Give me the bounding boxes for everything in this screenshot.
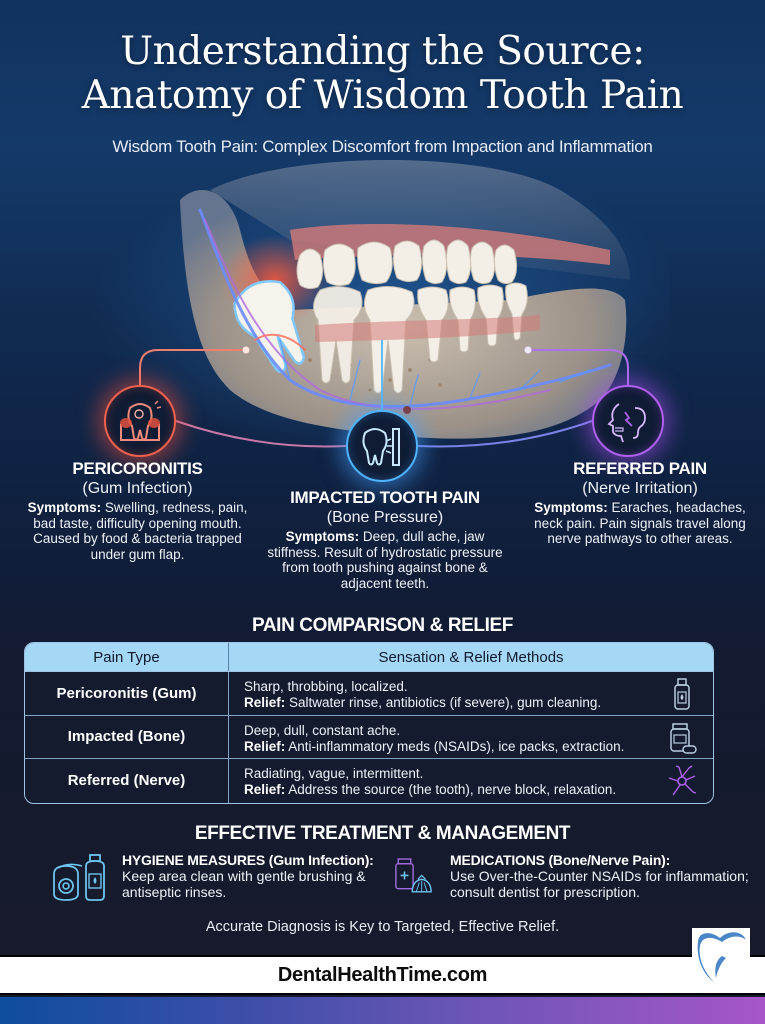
- tagline: Accurate Diagnosis is Key to Targeted, E…: [205, 919, 560, 935]
- pain-symptoms: Symptoms: Deep, dull ache, jaw stiffness…: [267, 529, 503, 591]
- footer-site-link[interactable]: DentalHealthTime.com: [277, 963, 488, 986]
- tooth-logo-icon: [692, 928, 750, 986]
- comparison-title: PAIN COMPARISON & RELIEF: [252, 615, 513, 636]
- impacted-tooth-info: IMPACTED TOOTH PAIN (Bone Pressure) Symp…: [260, 488, 510, 591]
- pill-bottle-icon: [670, 722, 697, 754]
- title-line-2: Anatomy of Wisdom Tooth Pain: [81, 73, 684, 118]
- table-header: Pain Type Sensation & Relief Methods: [25, 643, 713, 672]
- page-title: Understanding the Source: Anatomy of Wis…: [0, 30, 765, 118]
- footer-banner: DentalHealthTime.com: [0, 955, 765, 995]
- rinse-bottle-icon: [674, 678, 690, 710]
- header-sensation-relief: Sensation & Relief Methods: [378, 648, 564, 666]
- pain-title: PERICORONITIS: [72, 459, 203, 478]
- tooth-pressure-icon: [362, 428, 400, 466]
- treatment-title: EFFECTIVE TREATMENT & MANAGEMENT: [194, 823, 571, 844]
- pain-title: REFERRED PAIN: [573, 459, 707, 478]
- medications-text: Use Over-the-Counter NSAIDs for inflamma…: [450, 868, 749, 900]
- hygiene-text: Keep area clean with gentle brushing & a…: [122, 868, 366, 900]
- comparison-table: Pain Type Sensation & Relief Methods Per…: [24, 642, 714, 804]
- pain-subtitle: (Gum Infection): [82, 480, 193, 497]
- row-sensation-relief: Radiating, vague, intermittent. Relief: …: [229, 759, 713, 803]
- footer-gradient-bar: [0, 997, 765, 1024]
- page-subtitle: Wisdom Tooth Pain: Complex Discomfort fr…: [112, 137, 653, 156]
- hygiene-measures: HYGIENE MEASURES (Gum Infection): Keep a…: [50, 852, 380, 902]
- pain-cause: Caused by food & bacteria trapped under …: [33, 531, 242, 562]
- row-sensation-relief: Sharp, throbbing, localized. Relief: Sal…: [229, 672, 713, 715]
- medications-heading: MEDICATIONS (Bone/Nerve Pain):: [450, 852, 671, 868]
- referred-pain-node: [592, 385, 664, 457]
- nerve-cell-icon: [668, 765, 697, 796]
- row-relief: Relief: Saltwater rinse, antibiotics (if…: [244, 695, 602, 710]
- pain-symptoms: Symptoms: Swelling, redness, pain, bad t…: [27, 500, 248, 531]
- row-pain-type: Referred (Nerve): [25, 759, 229, 803]
- pain-title: IMPACTED TOOTH PAIN: [290, 488, 480, 507]
- row-relief: Relief: Address the source (the tooth), …: [244, 782, 617, 797]
- table-row: Referred (Nerve) Radiating, vague, inter…: [25, 759, 713, 803]
- medicine-icepack-icon: [395, 858, 432, 893]
- row-sensation: Sharp, throbbing, localized.: [244, 679, 408, 694]
- row-relief: Relief: Anti-inflammatory meds (NSAIDs),…: [244, 738, 625, 754]
- row-sensation: Deep, dull, constant ache.: [244, 722, 401, 738]
- medications-text-block: MEDICATIONS (Bone/Nerve Pain): Use Over-…: [450, 852, 762, 902]
- connector-lines: [139, 340, 629, 448]
- impacted-tooth-node: [346, 410, 418, 482]
- row-pain-type: Impacted (Bone): [25, 715, 229, 758]
- pericoronitis-info: PERICORONITIS (Gum Infection) Symptoms: …: [20, 459, 255, 562]
- pain-symptoms: Symptoms: Earaches, headaches, neck pain…: [534, 500, 746, 546]
- head-ear-nerve-icon: [607, 403, 646, 443]
- row-sensation-relief: Deep, dull, constant ache. Relief: Anti-…: [229, 716, 713, 759]
- pain-subtitle: (Bone Pressure): [326, 509, 444, 526]
- title-line-1: Understanding the Source:: [120, 29, 645, 74]
- row-pain-type: Pericoronitis (Gum): [25, 672, 229, 715]
- floss-mouthwash-icon: [53, 854, 105, 901]
- hygiene-heading: HYGIENE MEASURES (Gum Infection):: [122, 852, 374, 868]
- pericoronitis-node: [104, 385, 176, 457]
- row-sensation: Radiating, vague, intermittent.: [244, 766, 424, 781]
- hygiene-text-block: HYGIENE MEASURES (Gum Infection): Keep a…: [122, 852, 380, 902]
- table-row: Impacted (Bone) Deep, dull, constant ach…: [25, 715, 713, 759]
- table-row: Pericoronitis (Gum) Sharp, throbbing, lo…: [25, 672, 713, 716]
- pain-subtitle: (Nerve Irritation): [582, 480, 698, 497]
- inflamed-gum-tooth-icon: [120, 400, 162, 441]
- jaw-illustration: [90, 160, 670, 450]
- header-pain-type: Pain Type: [25, 643, 229, 671]
- referred-pain-info: REFERRED PAIN (Nerve Irritation) Symptom…: [530, 459, 750, 547]
- medications: MEDICATIONS (Bone/Nerve Pain): Use Over-…: [392, 852, 762, 902]
